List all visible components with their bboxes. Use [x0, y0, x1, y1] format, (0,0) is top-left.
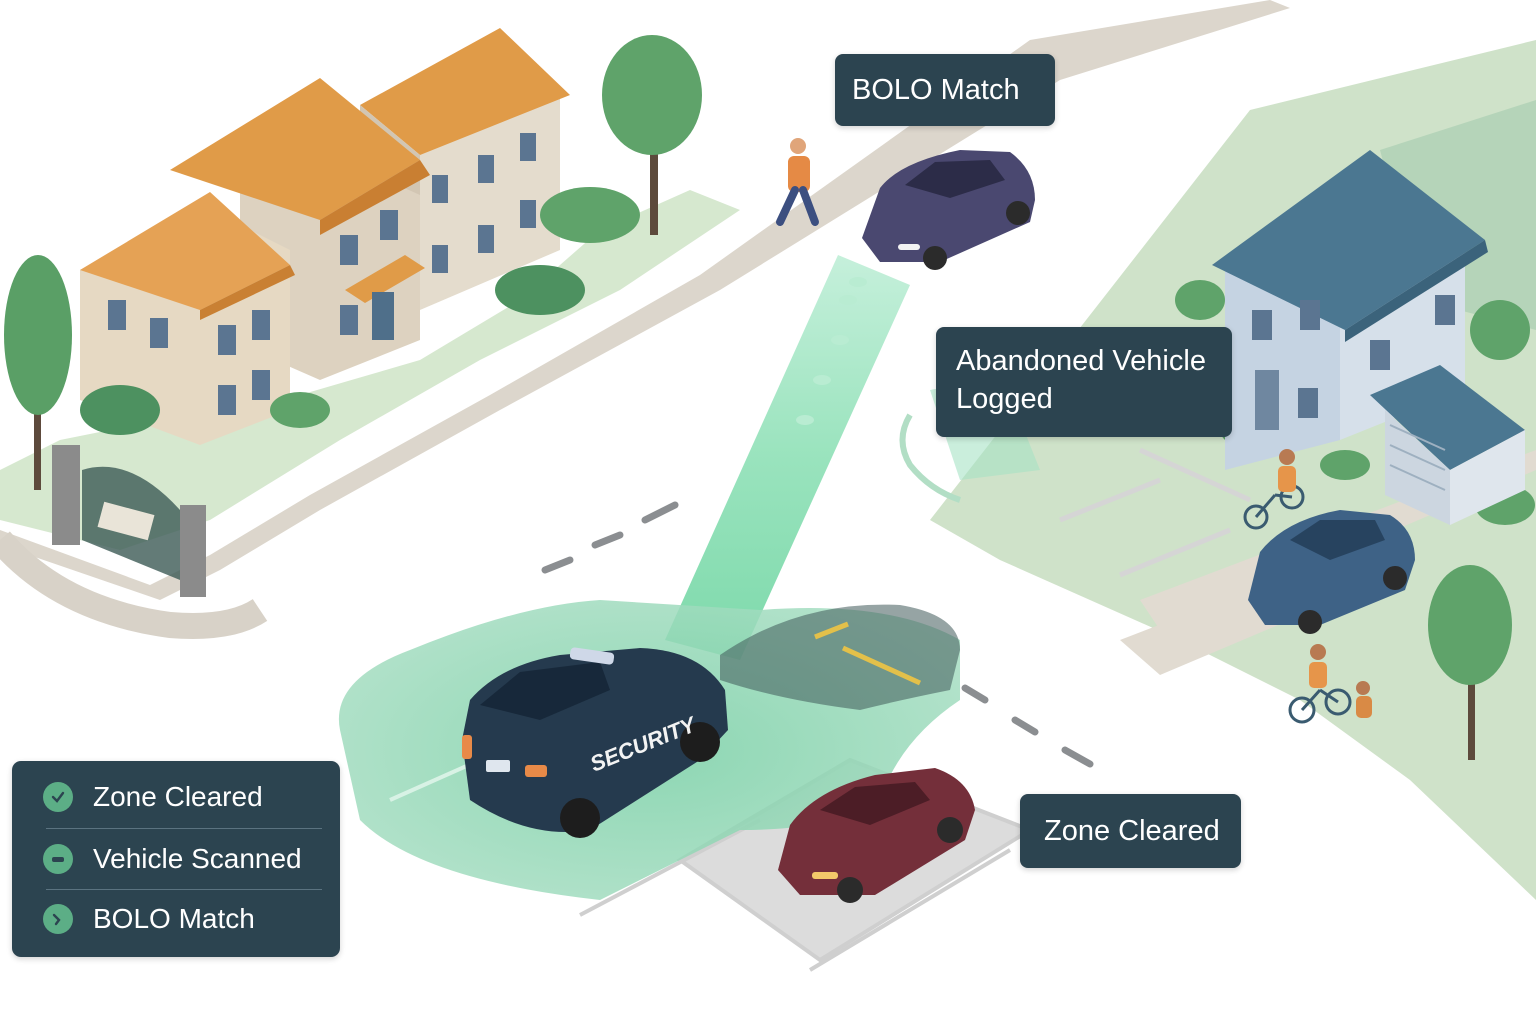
zone-cleared-label: Zone Cleared: [1044, 815, 1220, 847]
cyclists: [1243, 484, 1352, 724]
scan-beam: [665, 255, 910, 660]
security-suv: SECURITY: [462, 647, 728, 838]
chevron-icon: [43, 904, 73, 934]
status-item-label: Vehicle Scanned: [93, 843, 302, 874]
status-item-bolo-match: BOLO Match: [12, 889, 340, 949]
status-item-label: BOLO Match: [93, 903, 255, 934]
road-dashes: [541, 501, 1094, 768]
townhouses: [80, 28, 570, 445]
abandoned-vehicle-line1: Abandoned Vehicle: [956, 345, 1206, 377]
children-figures: [1278, 449, 1372, 718]
trees: [4, 35, 1535, 760]
bolo-match-callout: BOLO Match: [835, 54, 1055, 126]
bolo-match-label: BOLO Match: [852, 74, 1020, 106]
parking-lines: [1059, 447, 1252, 578]
entrance-gate: [52, 445, 206, 597]
panel-divider: [46, 828, 322, 829]
status-item-label: Zone Cleared: [93, 781, 263, 812]
bolo-target-car: [862, 150, 1035, 270]
status-item-vehicle-scanned: Vehicle Scanned: [12, 829, 340, 889]
abandoned-vehicle-line2: Logged: [956, 383, 1053, 415]
parked-red-car: [778, 768, 975, 903]
car-icon: [43, 844, 73, 874]
blue-house: [1212, 150, 1525, 525]
panel-divider: [46, 889, 322, 890]
driveway-blue-car: [1248, 510, 1415, 634]
status-panel: Zone Cleared Vehicle Scanned BOLO Match: [12, 761, 340, 957]
zone-cleared-callout: Zone Cleared: [1020, 794, 1241, 868]
abandoned-vehicle-callout: Abandoned Vehicle Logged: [936, 327, 1232, 437]
checkmark-icon: [43, 782, 73, 812]
status-item-zone-cleared: Zone Cleared: [12, 767, 340, 827]
pedestrian-walking: [776, 138, 819, 226]
left-sidewalk: [0, 0, 1290, 639]
